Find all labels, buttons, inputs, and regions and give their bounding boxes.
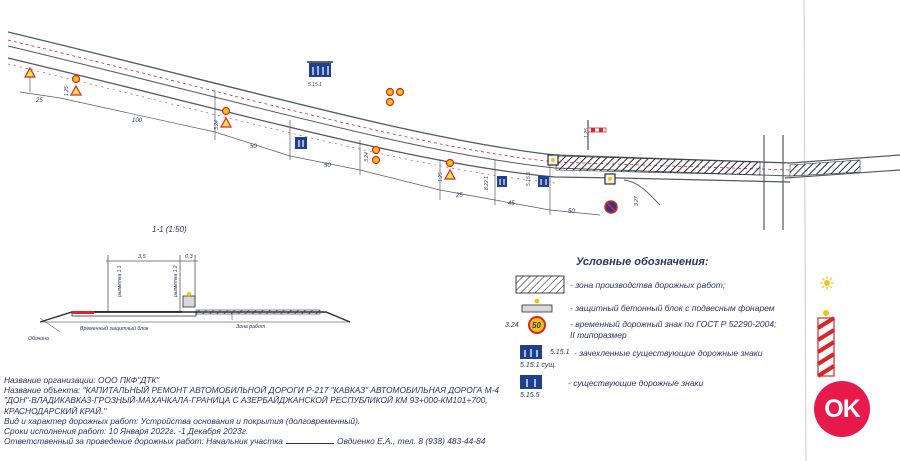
sign-code-label: 8.22.1 (484, 176, 490, 190)
legend-symbols: 50 (515, 275, 565, 389)
warning-sign-icon (219, 106, 233, 128)
object-name-line2: "ДОН"-ВЛАДИКАВКАЗ-ГРОЗНЫЙ-МАХАЧКАЛА-ГРАН… (4, 395, 488, 406)
speed-limit-sign-icon (385, 87, 405, 107)
sign-code-label: 5.15.5 (526, 172, 532, 186)
sign-code-label: 1.25 (438, 172, 444, 182)
carriageway (7, 31, 900, 184)
legend-hatch-icon (515, 275, 565, 294)
section-label-block: Временный защитный блок (80, 325, 149, 332)
object-name-line3: КРАСНОДАРСКИЙ КРАЙ." (4, 405, 107, 416)
legend-lamp-icon (534, 298, 540, 304)
distance-label: 50 (250, 144, 257, 150)
org-name: Название организации: ООО ПКФ"ДТК" (4, 375, 160, 385)
legend-block-icon (521, 304, 553, 313)
object-name-line1: Название объекта: "КАПИТАЛЬНЫЙ РЕМОНТ АВ… (4, 385, 500, 396)
warning-sign-icon (69, 74, 83, 96)
sign-code-label: 3.27 (634, 196, 640, 206)
dimension-value: 3,5 (138, 254, 147, 260)
marking-label: разметка 1.1 (117, 265, 123, 298)
lamp-icon (820, 276, 834, 290)
warning-sign-icon (23, 66, 37, 92)
sign-code-label: 3.24 (364, 152, 370, 162)
distance-label: 50 (568, 209, 575, 215)
section-title: 1-1 (1:50) (152, 225, 187, 234)
signature (285, 443, 334, 445)
block-lamp-icon (186, 291, 192, 297)
legend-item-existing: - существующие дорожные знаки (568, 378, 704, 388)
work-type: Вид и характер дорожных работ: Устройств… (4, 415, 361, 426)
section-label-shoulder: Обочина (28, 336, 49, 342)
legend-speed-sign-icon (528, 316, 546, 334)
marking-label: разметка 1.2 (173, 265, 179, 298)
dimension-lines (19, 90, 601, 216)
project-info: Название организации: ООО ПКФ"ДТК" Назва… (4, 375, 564, 446)
legend-existing-sign-icon (520, 375, 542, 389)
sign-code-label: 1.25 (584, 128, 590, 138)
lane-direction-sign-icon: 5.15.1 (307, 61, 333, 88)
speed-limit-sign-icon (371, 145, 381, 165)
legend-code: 3.24 (505, 322, 519, 329)
distance-label: 100 (132, 118, 143, 124)
legend-item-temp-sign: - временный дорожный знак по ГОСТ Р 5229… (570, 319, 777, 329)
lane-direction-sign-icon (295, 137, 307, 149)
responsible: Ответственный за проведение дорожных раб… (4, 436, 564, 446)
distance-label: 50 (324, 163, 331, 169)
legend-item-covered: - зачехленные существующие дорожные знак… (574, 348, 763, 358)
legend-item-block: - защитный бетонный блок с подвесным фон… (570, 303, 775, 313)
distance-label: 45 (508, 201, 515, 207)
legend-title: Условные обозначения: (576, 256, 709, 268)
lane-direction-sign-icon (497, 176, 507, 187)
legend-item-zone: - зона производства дорожных работ; (570, 280, 726, 290)
legend-item-size: II типоразмер (570, 330, 627, 340)
work-zone-hatch (555, 155, 761, 176)
sign-code-label: 1.25 (64, 86, 70, 96)
concrete-block-lamp-icon (547, 154, 559, 166)
svg-text:5.15.1: 5.15.1 (308, 82, 322, 88)
concrete-block-lamp-icon (604, 173, 616, 185)
no-entry-sign-icon (604, 200, 618, 214)
dimension-value: 0,3 (185, 254, 194, 260)
ramp-edge (623, 179, 661, 206)
sign-code-label: 3.24 (214, 120, 220, 130)
lane-direction-sign-icon (538, 176, 549, 187)
protective-block-icon (182, 295, 196, 308)
legend-sub-code: 5.15.1 сущ. (520, 362, 557, 369)
distance-label: 25 (455, 193, 463, 199)
svg-text:50: 50 (532, 321, 541, 330)
work-dates: Сроки исполнения работ: 10 Января 2022г.… (4, 426, 249, 437)
sheet-edge (803, 0, 807, 461)
warning-sign-icon (443, 158, 457, 180)
responsible-prefix: Ответственный за проведение дорожных раб… (4, 436, 283, 447)
distance-label: 25 (35, 98, 43, 104)
cross-section: 3,5 0,3 разметка 1.1 разметка 1.2 Времен… (28, 254, 351, 342)
barrier-icon (587, 120, 607, 150)
legend-code: 5.15.1 (550, 349, 570, 356)
work-zone-hatch-right (789, 159, 861, 177)
responsible-name: Овдиенко Е.А., тел. 8 (938) 483-44-84 (336, 436, 486, 447)
ok-logo[interactable]: OK (814, 381, 870, 437)
section-label-zone: Зона работ (236, 324, 266, 330)
legend-code: 5.15.5 (520, 392, 540, 399)
striped-bollard-icon (816, 310, 836, 378)
